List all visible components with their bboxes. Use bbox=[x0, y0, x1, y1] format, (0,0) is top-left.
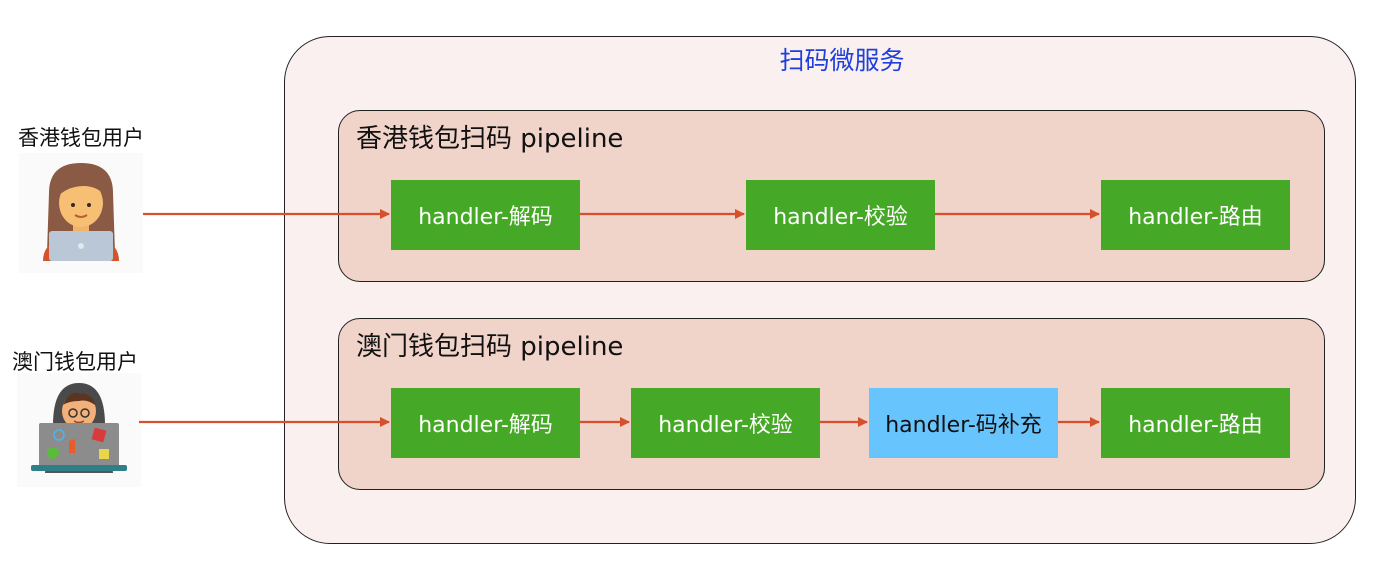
handler-decode-hk: handler-解码 bbox=[391, 180, 580, 250]
pipeline-title-macau: 澳门钱包扫码 pipeline bbox=[356, 332, 624, 362]
handler-decode-macau: handler-解码 bbox=[391, 388, 580, 458]
service-title: 扫码微服务 bbox=[779, 46, 905, 75]
developer-laptop-icon bbox=[17, 373, 141, 487]
user-label-macau: 澳门钱包用户 bbox=[12, 350, 138, 374]
handler-route-macau: handler-路由 bbox=[1101, 388, 1290, 458]
handler-code-supplement-macau: handler-码补充 bbox=[869, 388, 1058, 458]
handler-route-hk: handler-路由 bbox=[1101, 180, 1290, 250]
user-label-hk: 香港钱包用户 bbox=[18, 126, 144, 150]
pipeline-title-hk: 香港钱包扫码 pipeline bbox=[356, 124, 624, 154]
woman-laptop-icon bbox=[19, 153, 143, 273]
handler-validate-macau: handler-校验 bbox=[631, 388, 820, 458]
handler-validate-hk: handler-校验 bbox=[746, 180, 935, 250]
